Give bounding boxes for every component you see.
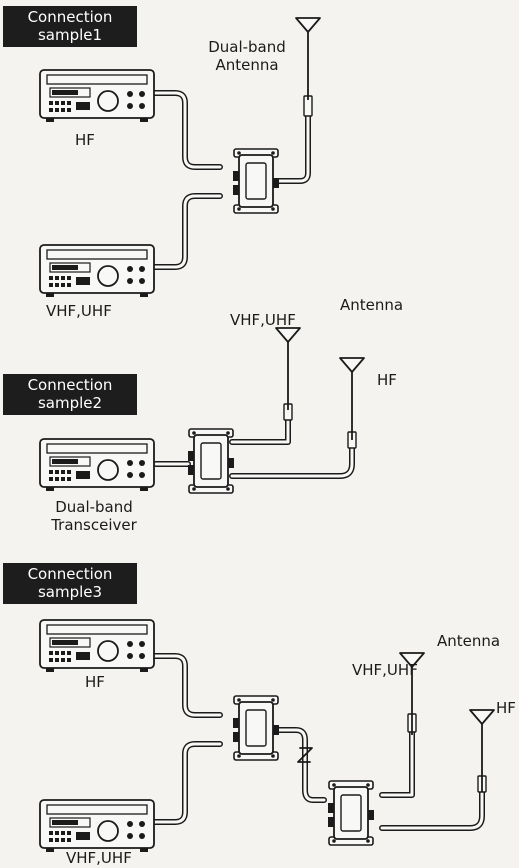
hf-radio-3	[39, 619, 155, 673]
sample1-badge-line1: Connection	[27, 8, 113, 26]
duplexer-3a	[232, 695, 280, 761]
dual-band-transceiver-label-line2: Transceiver	[51, 516, 137, 534]
duplexer-1	[232, 148, 280, 214]
sample2-badge-line2: sample2	[37, 394, 103, 412]
sample3-badge: Connection sample3	[3, 563, 137, 604]
cables	[152, 90, 485, 831]
sample2-vhf-uhf-antenna-label: VHF,UHF	[230, 311, 296, 329]
dual-band-antenna-label-line2: Antenna	[215, 56, 279, 74]
dual-band-antenna-label: Dual-band Antenna	[192, 38, 302, 74]
sample1-hf-label: HF	[75, 131, 95, 149]
vhf-uhf-radio-1	[39, 244, 155, 298]
sample2-badge: Connection sample2	[3, 374, 137, 415]
hf-radio-1	[39, 69, 155, 123]
sample3-hf-label: HF	[85, 673, 105, 691]
vhf-uhf-antenna-icon-2	[275, 327, 301, 411]
dual-band-transceiver-label: Dual-band Transceiver	[34, 498, 154, 534]
vhf-uhf-radio-3	[39, 799, 155, 853]
sample3-vhf-uhf-antenna-label: VHF,UHF	[352, 661, 418, 679]
sample3-antenna-label: Antenna	[437, 632, 501, 650]
sample2-antenna-label: Antenna	[340, 296, 404, 314]
sample3-badge-line2: sample3	[37, 583, 103, 601]
dual-band-antenna-label-line1: Dual-band	[208, 38, 286, 56]
dual-band-transceiver-label-line1: Dual-band	[55, 498, 133, 516]
sample1-badge-line2: sample1	[37, 26, 103, 44]
hf-antenna-icon-2	[339, 357, 365, 441]
sample3-vhf-uhf-label: VHF,UHF	[66, 849, 132, 867]
sample3-badge-line1: Connection	[27, 565, 113, 583]
duplexer-3b	[327, 780, 375, 846]
sample3-hf-antenna-label: HF	[496, 699, 516, 717]
sample1-vhf-uhf-label: VHF,UHF	[46, 302, 112, 320]
sample1-badge: Connection sample1	[3, 6, 137, 47]
duplexer-2	[187, 428, 235, 494]
dual-band-transceiver	[39, 438, 155, 492]
sample2-badge-line1: Connection	[27, 376, 113, 394]
sample2-hf-antenna-label: HF	[377, 371, 397, 389]
hf-antenna-icon-3	[469, 709, 495, 793]
connectors	[283, 95, 487, 793]
